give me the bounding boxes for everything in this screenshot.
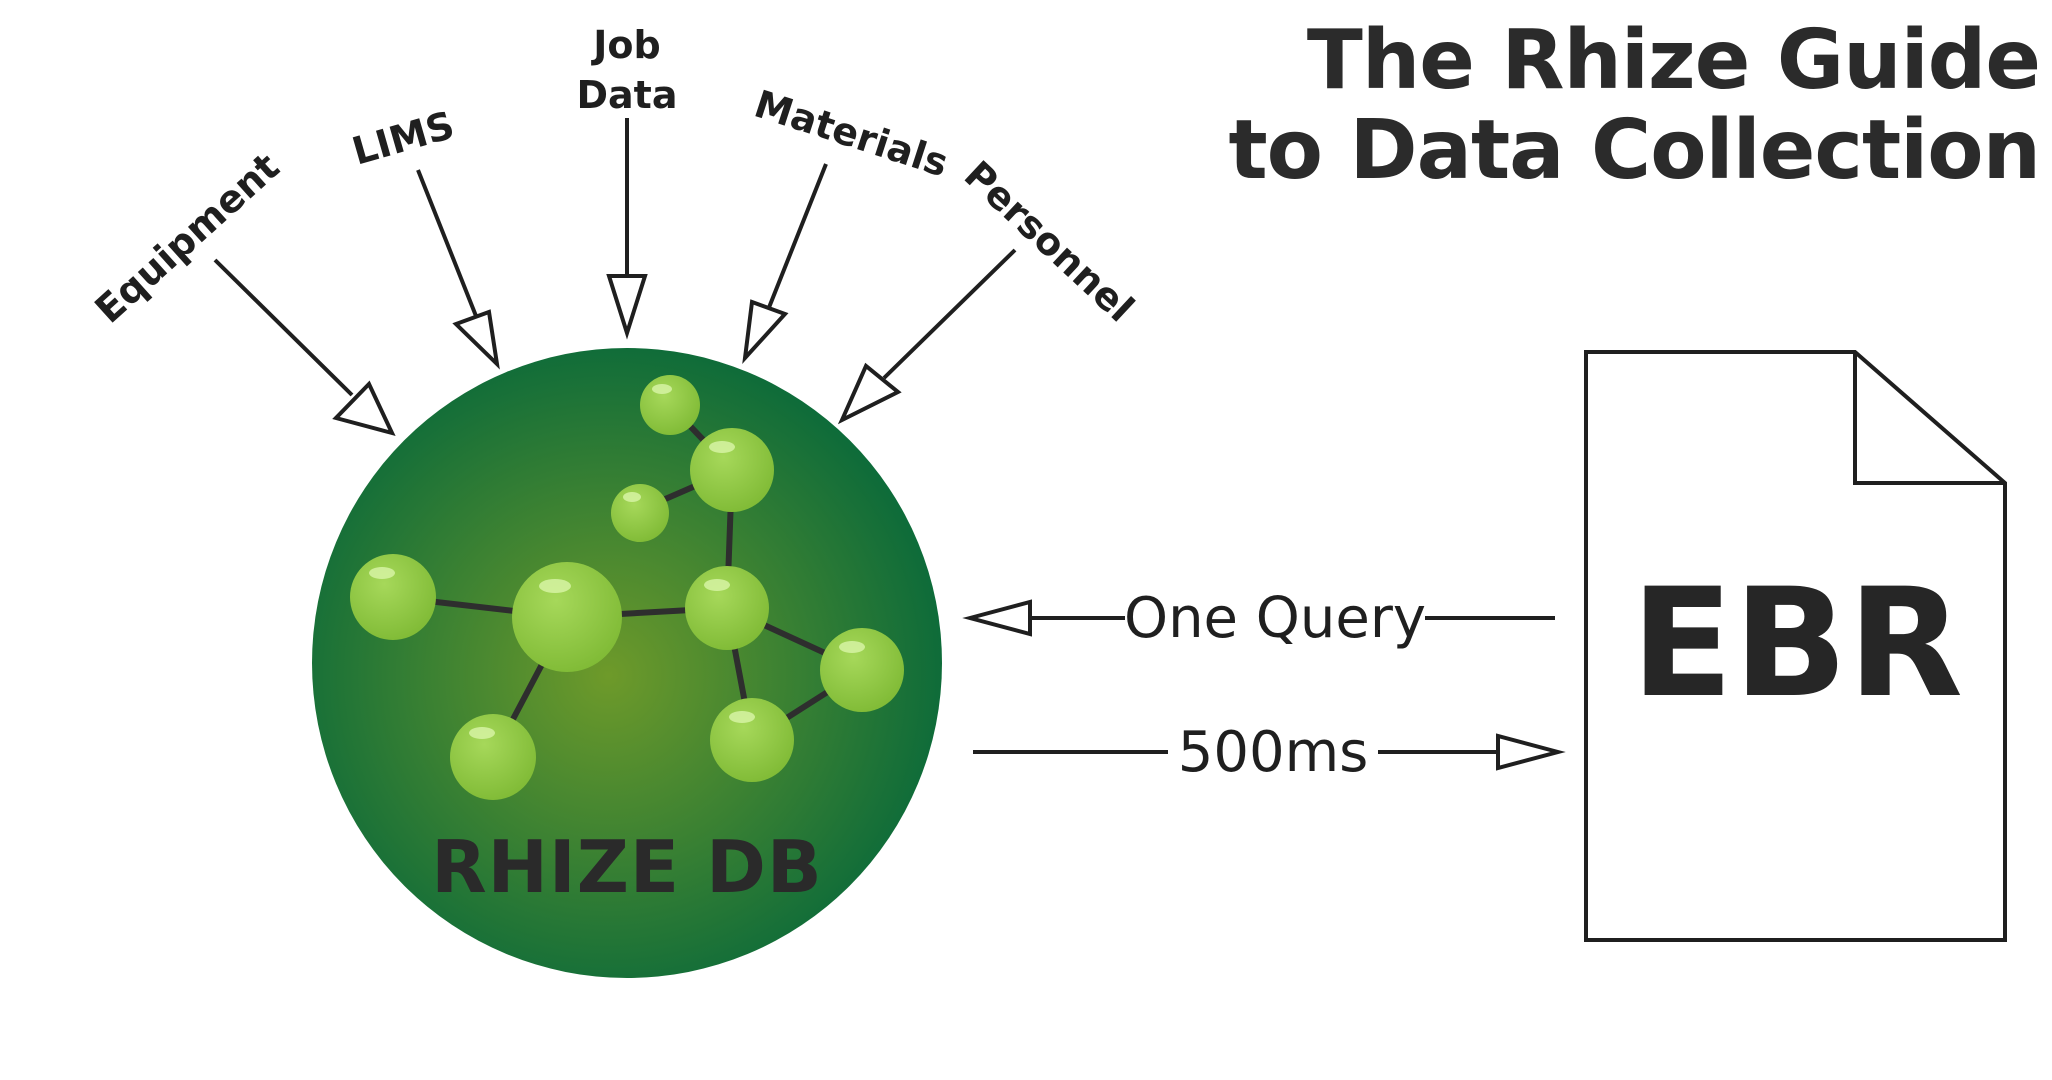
arrow-personnel <box>837 248 1017 425</box>
arrow-materials <box>742 163 828 365</box>
atom <box>450 714 536 800</box>
source-label-materials: Materials <box>749 82 953 186</box>
arrow-lims <box>416 169 500 370</box>
title-line-2: to Data Collection <box>1228 103 2041 198</box>
title-line-1: The Rhize Guide <box>1306 13 2041 108</box>
query-arrow <box>962 599 1555 637</box>
source-label-data: Data <box>577 73 678 117</box>
atom <box>820 628 904 712</box>
ebr-document: EBR <box>1584 350 2007 942</box>
source-label-lims: LIMS <box>347 103 459 174</box>
query-label: One Query <box>1124 586 1426 651</box>
rhize-db: RHIZE DB <box>312 348 942 978</box>
db-label: RHIZE DB <box>431 825 823 909</box>
molecule-atoms <box>350 375 904 800</box>
document-label: EBR <box>1631 557 1963 731</box>
arrow-equipment <box>213 258 396 437</box>
atom <box>512 562 622 672</box>
document-page <box>1584 350 2007 942</box>
atom <box>685 566 769 650</box>
source-label-personnel: Personnel <box>956 152 1143 330</box>
atom <box>640 375 700 435</box>
document-fold <box>1853 352 2005 485</box>
arrow-job-data <box>606 118 648 340</box>
response-arrow <box>973 733 1566 771</box>
atom <box>350 554 436 640</box>
atom <box>611 484 669 542</box>
atom <box>710 698 794 782</box>
source-label-job: Job <box>590 23 660 67</box>
response-label: 500ms <box>1178 720 1369 785</box>
atom <box>690 428 774 512</box>
db-sphere <box>312 348 942 978</box>
